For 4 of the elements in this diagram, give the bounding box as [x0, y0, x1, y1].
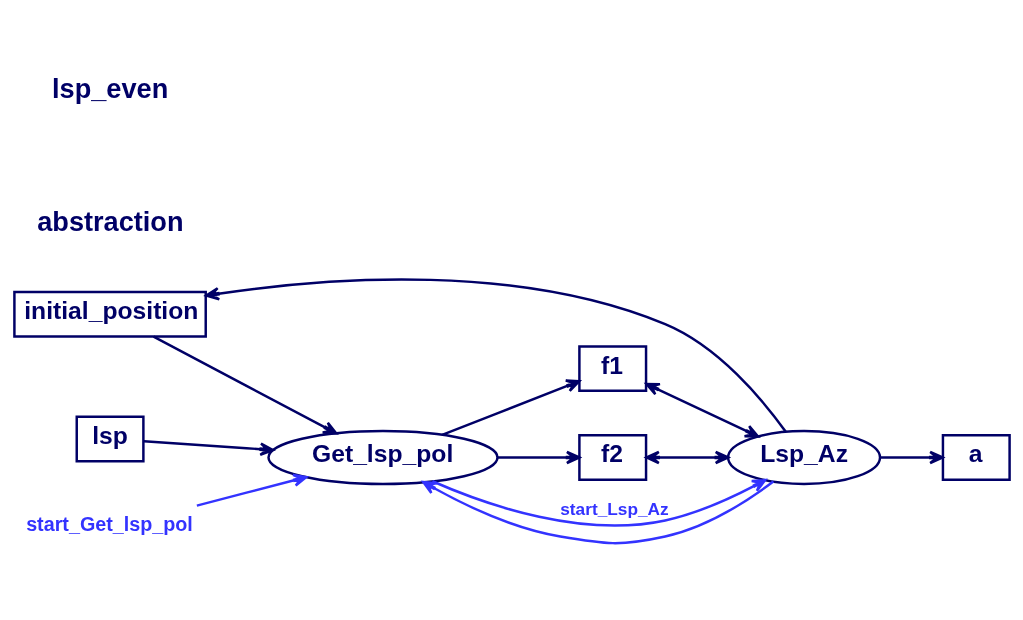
label: abstraction: [36, 206, 184, 238]
edge-label: start_Lsp_Az: [559, 498, 669, 519]
node-text: start_Get_lsp_pol: [25, 513, 193, 536]
label: lsp_even: [51, 72, 168, 104]
